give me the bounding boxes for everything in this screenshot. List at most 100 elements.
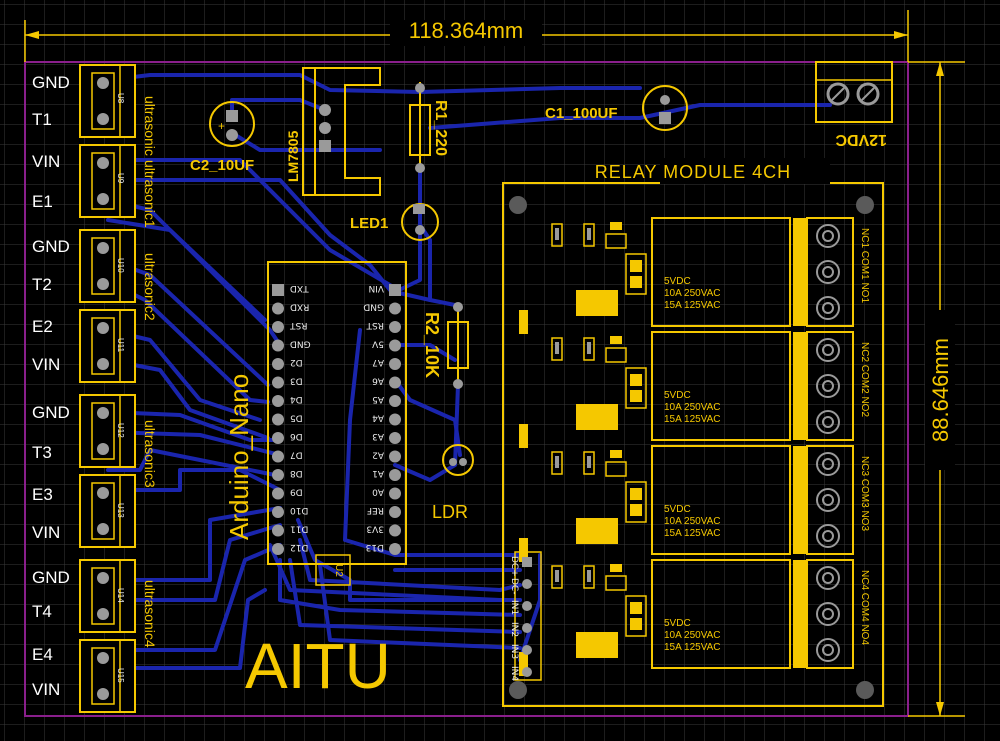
sensor-label-ultrasonic1: ultrasonic1 (142, 160, 158, 228)
connector-ref-u9: U9 (116, 173, 125, 184)
relay-rating-line: 15A 125VAC (664, 414, 721, 425)
relay-rating-line: 15A 125VAC (664, 642, 721, 653)
arduino-pin-txd: TXD (272, 283, 310, 296)
header-connector-u11: U11 (79, 309, 136, 383)
relay-input-pin-label: DC+ (509, 556, 519, 577)
arduino-nano: U2 Arduino_Nano TXDRXDRSTGNDD2D3D4D5D6D7… (224, 261, 407, 586)
sensor-labels: ultrasonic ultrasonic1 ultrasonic2 ultra… (142, 96, 158, 648)
header-connector-u10: U10 (79, 229, 136, 303)
capacitor-c1: C1_100UF (545, 85, 688, 131)
arduino-pin-label: RST (290, 320, 308, 330)
arduino-pin-a0: A0 (372, 487, 401, 500)
svg-text:+: + (218, 119, 225, 133)
connector-ref-u8: U8 (116, 93, 125, 104)
relay-input-pin-in1: IN1 (509, 600, 532, 615)
pin-label-vin-4: VIN (32, 680, 60, 699)
pin-label-e3: E3 (32, 485, 53, 504)
power-input-label: 12VDC (835, 131, 887, 148)
header-connector-u8: U8 (79, 64, 136, 138)
pin-label-e1: E1 (32, 192, 53, 211)
led-led1: LED1 (350, 203, 439, 241)
arduino-pin-a1: A1 (372, 468, 401, 481)
capacitor-c2: + C2_10UF (190, 101, 255, 174)
relay-input-pin-label: IN1 (509, 600, 519, 615)
arduino-pin-label: TXD (290, 283, 310, 293)
arduino-pin-ref: REF (367, 505, 401, 518)
arduino-pin-d9: D9 (272, 487, 303, 500)
arduino-pin-d7: D7 (272, 450, 303, 463)
arduino-pin-d13: D13 (366, 542, 401, 555)
board-outline (24, 61, 909, 717)
resistor-r1: R1_220 (409, 82, 449, 173)
arduino-pin-label: D9 (290, 487, 303, 497)
left-header-labels: GND T1 VIN E1 GND T2 E2 VIN GND T3 E3 VI… (32, 73, 70, 699)
c1-label: C1_100UF (545, 105, 618, 122)
arduino-pin-a3: A3 (372, 431, 401, 444)
connector-ref-u13: U13 (116, 503, 125, 518)
arduino-pin-label: GND (290, 339, 311, 349)
arduino-pin-rst: RST (272, 320, 307, 333)
pin-label-t1: T1 (32, 110, 52, 129)
relay-input-pin-label: IN4 (509, 666, 519, 681)
arduino-pin-5v: 5V (371, 339, 401, 352)
arduino-pin-label: GND (363, 302, 384, 312)
arduino-pin-a4: A4 (372, 413, 401, 426)
header-connector-u13: U13 (79, 474, 136, 548)
arduino-pin-label: D4 (290, 394, 303, 404)
c2-label: C2_10UF (190, 157, 254, 174)
relay-input-pin-label: IN2 (509, 622, 519, 637)
arduino-pin-label: D12 (290, 542, 308, 552)
pin-label-gnd-4: GND (32, 568, 70, 587)
relay-rating-line: 5VDC (664, 390, 691, 401)
relay-terminal-labels: NC1 COM1 NO1 (859, 228, 870, 303)
arduino-pin-a6: A6 (372, 376, 401, 389)
r2-label: R2_10K (422, 312, 442, 378)
sensor-label-ultrasonic4: ultrasonic4 (142, 580, 158, 648)
connector-ref-u11: U11 (116, 338, 125, 353)
pin-label-vin-3: VIN (32, 523, 60, 542)
relay-terminal-labels: NC4 COM4 NO4 (859, 570, 870, 645)
pin-label-vin-1: VIN (32, 152, 60, 171)
arduino-nano-label: Arduino_Nano (224, 374, 254, 540)
board-label-aitu: AITU (245, 630, 391, 702)
arduino-pin-label: RXD (290, 302, 309, 312)
relay-rating-line: 15A 125VAC (664, 300, 721, 311)
arduino-pin-d10: D10 (272, 505, 308, 518)
arduino-pin-label: A4 (372, 413, 384, 423)
connector-ref-u15: U15 (116, 668, 125, 683)
arduino-pin-rst: RST (366, 320, 401, 333)
arduino-pin-label: D7 (290, 450, 303, 460)
pin-label-t2: T2 (32, 275, 52, 294)
relay-rating-line: 5VDC (664, 618, 691, 629)
relay-input-pin-dcminus: DC- (509, 578, 532, 594)
connector-ref-u12: U12 (116, 423, 125, 438)
r1-label: R1_220 (432, 100, 449, 156)
arduino-pin-d5: D5 (272, 413, 303, 426)
arduino-pin-label: VIN (368, 283, 384, 293)
pin-label-t3: T3 (32, 443, 52, 462)
arduino-pin-label: D6 (290, 431, 303, 441)
arduino-pin-gnd: GND (272, 339, 311, 352)
arduino-pin-a2: A2 (372, 450, 401, 463)
arduino-pin-d3: D3 (272, 376, 303, 389)
relay-rating-line: 10A 250VAC (664, 402, 721, 413)
header-connector-u15: U15 (79, 639, 136, 713)
lm7805-label: LM7805 (285, 130, 301, 182)
dimension-height: 88.646mm (908, 61, 965, 717)
sensor-label-ultrasonic2: ultrasonic2 (142, 253, 158, 321)
arduino-pin-label: D3 (290, 376, 303, 386)
arduino-pin-label: D11 (290, 524, 308, 534)
relay-input-pin-label: DC- (509, 578, 519, 594)
arduino-pin-label: A7 (372, 357, 384, 367)
regulator-lm7805: LM7805 (285, 67, 381, 196)
relay-rating-line: 10A 250VAC (664, 516, 721, 527)
relay-input-pin-label: IN3 (509, 644, 519, 659)
arduino-pin-label: A6 (372, 376, 384, 386)
led1-label: LED1 (350, 215, 388, 232)
